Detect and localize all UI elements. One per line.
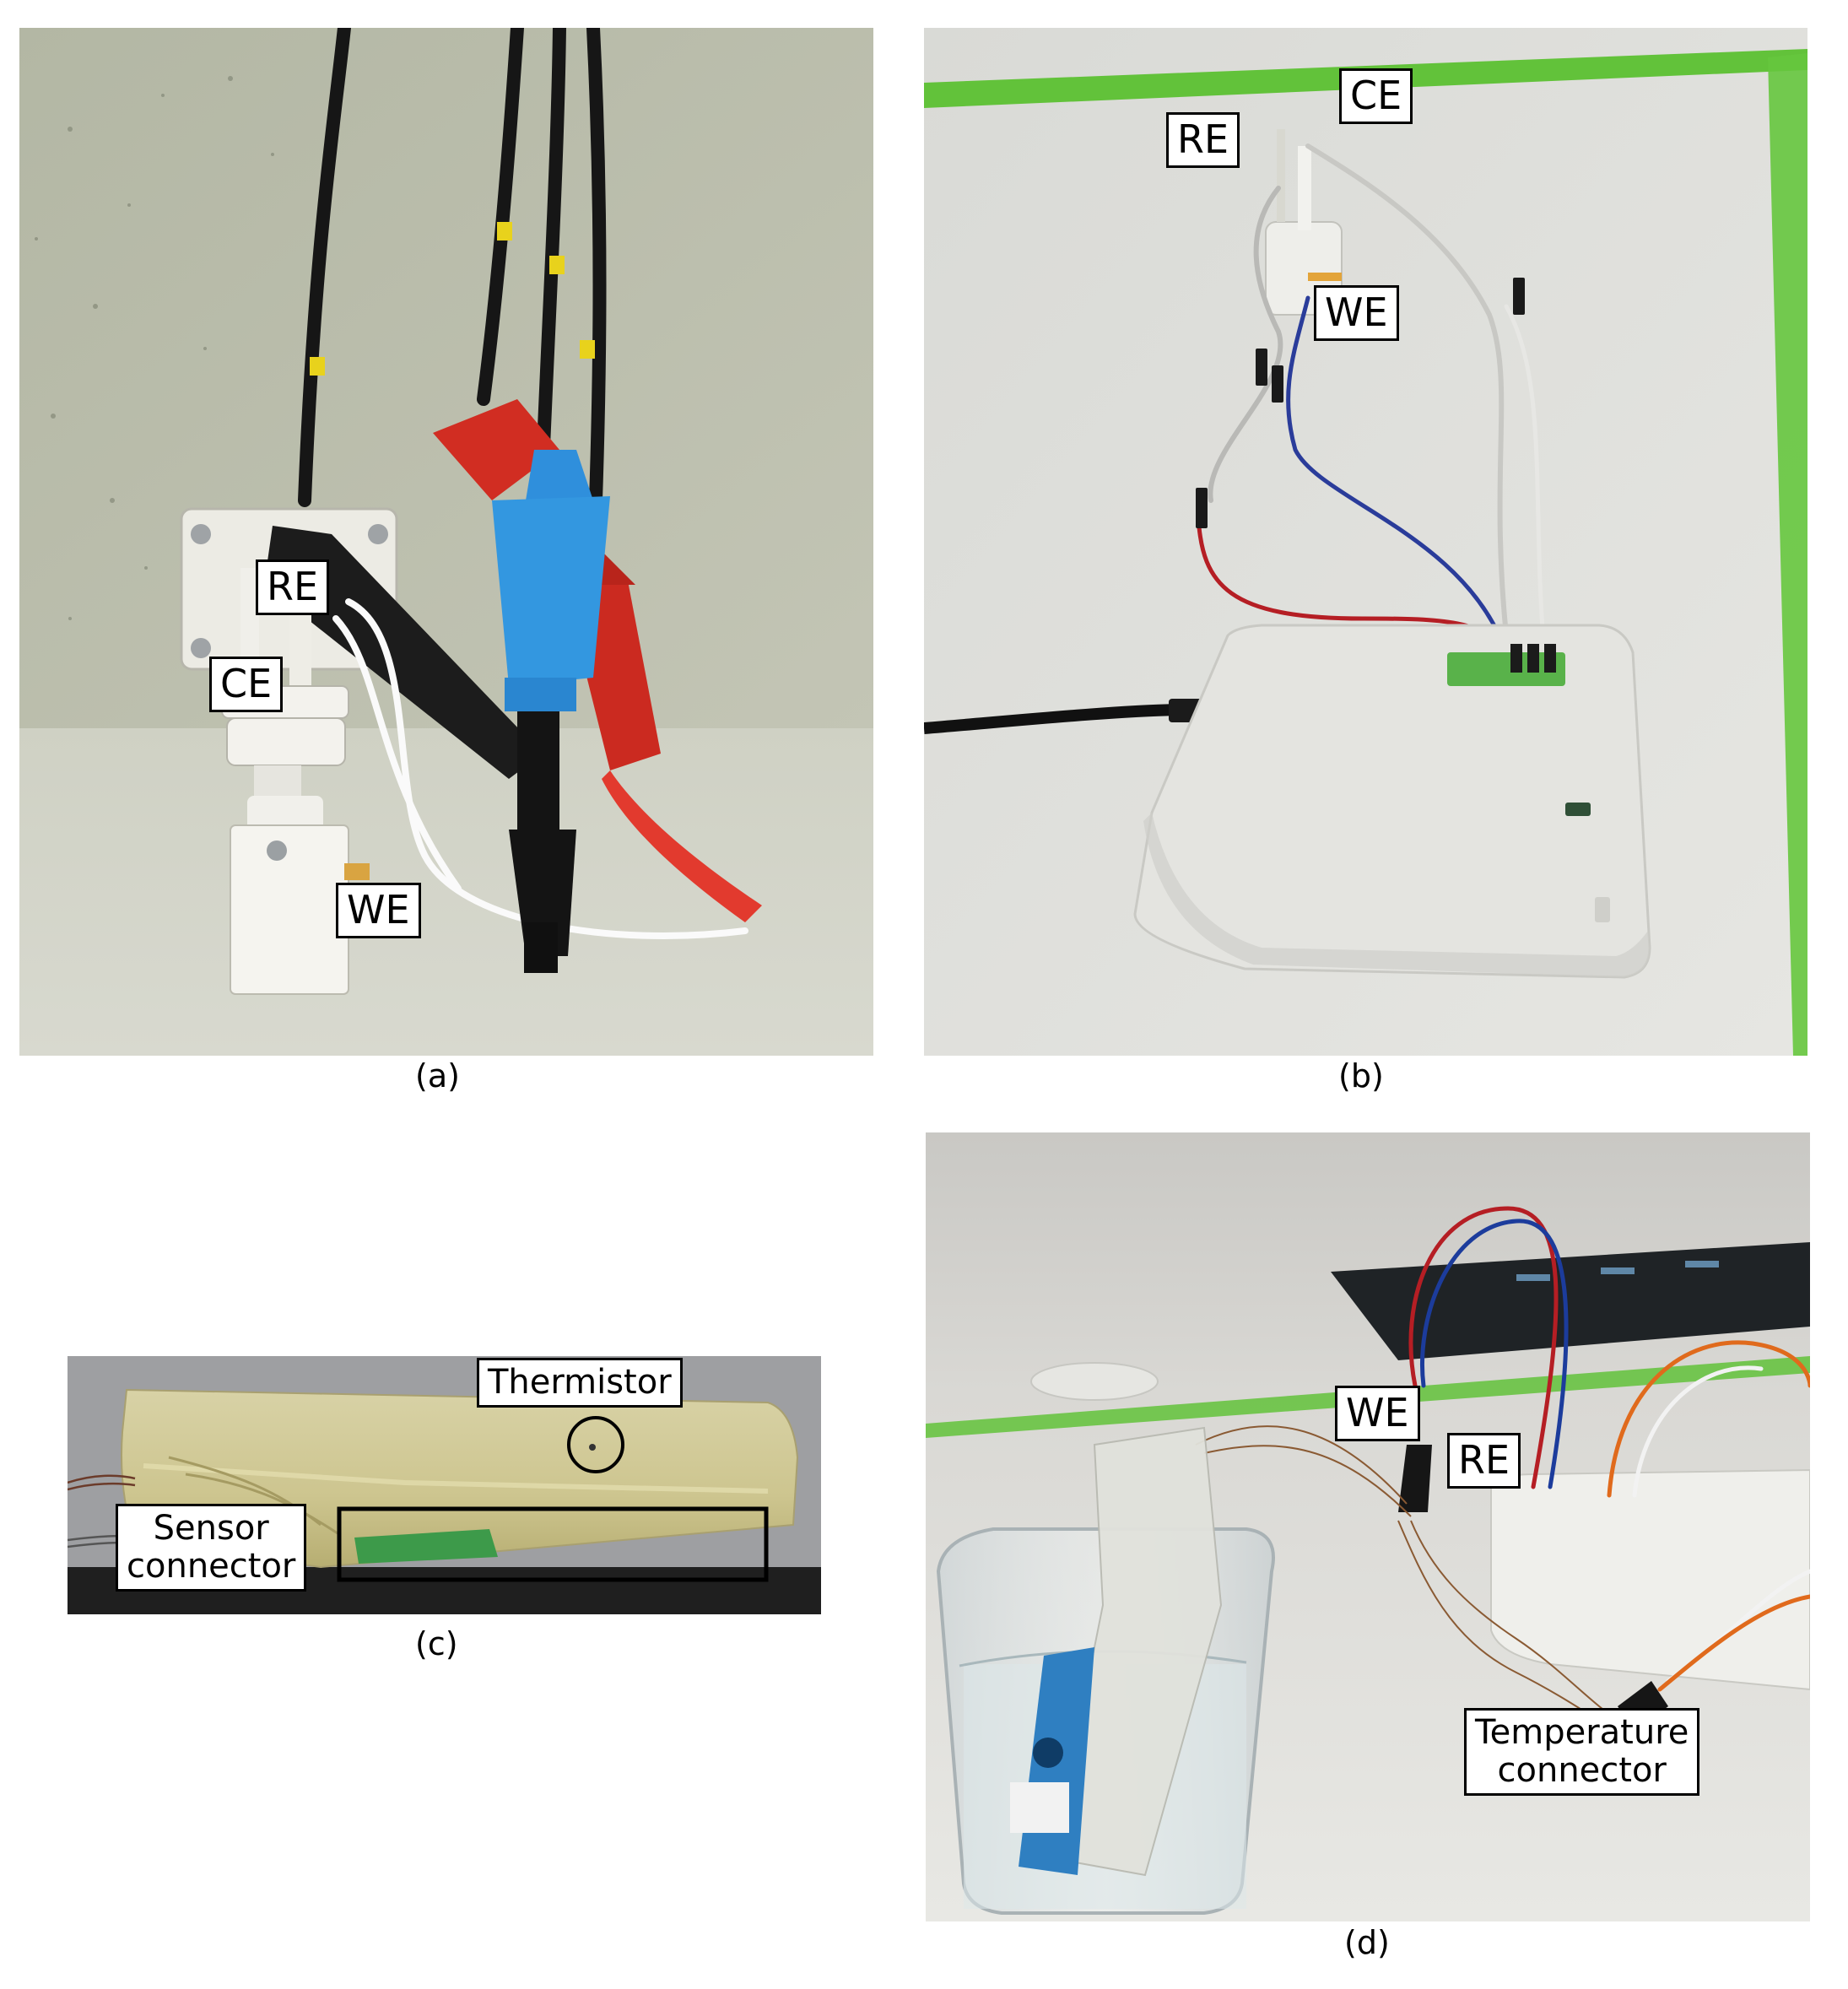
ce-electrode-label: CE (209, 657, 284, 712)
temperature-connector-label: Temperature connector (1464, 1708, 1700, 1796)
caption-a: (a) (415, 1057, 460, 1094)
we-electrode-label: WE (336, 883, 421, 938)
photo-panel-d: WE RE Temperature connector (926, 1132, 1810, 1921)
photo-panel-a: RE CE WE (19, 28, 873, 1056)
photo-sensor-in-beaker (926, 1132, 1810, 1921)
sensor-connector-label-line2: connector (127, 1546, 296, 1586)
photo-electrode-cell-with-clips (19, 28, 873, 1056)
caption-c: (c) (415, 1625, 458, 1662)
ce-electrode-label: CE (1339, 68, 1413, 124)
re-electrode-label: RE (1166, 112, 1240, 168)
photo-panel-b: RE CE WE (924, 28, 1807, 1056)
we-electrode-label: WE (1314, 285, 1399, 341)
re-electrode-label: RE (1447, 1433, 1521, 1489)
temperature-connector-label-line2: connector (1497, 1750, 1667, 1790)
re-electrode-label: RE (256, 559, 330, 615)
photo-potentiostat-board-wired-to-cell (924, 28, 1807, 1056)
thermistor-label: Thermistor (477, 1358, 683, 1408)
sensor-connector-label-line1: Sensor (153, 1509, 269, 1548)
caption-d: (d) (1344, 1924, 1390, 1961)
we-electrode-label: WE (1335, 1386, 1420, 1441)
temperature-connector-label-line1: Temperature (1475, 1713, 1689, 1752)
sensor-connector-label: Sensor connector (116, 1504, 307, 1592)
caption-b: (b) (1338, 1057, 1384, 1094)
photo-panel-c: Thermistor Sensor connector (68, 1356, 821, 1614)
